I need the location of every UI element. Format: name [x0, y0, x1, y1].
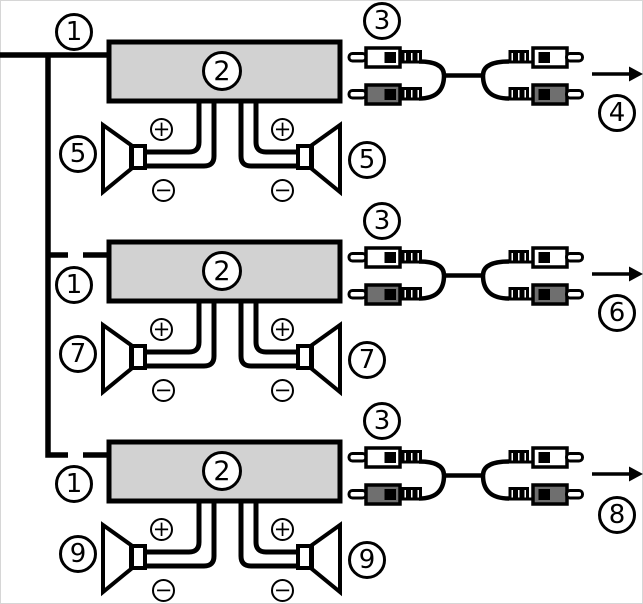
polarity-minus-left-1: − — [152, 179, 175, 202]
polarity-minus-right-2: − — [271, 379, 294, 402]
callout-rca-cable-1: 3 — [363, 2, 401, 40]
callout-speaker-left-3: 9 — [59, 535, 97, 573]
polarity-minus-left-3: − — [152, 579, 175, 602]
callout-output-1: 4 — [598, 94, 636, 132]
polarity-minus-left-2: − — [152, 379, 175, 402]
callout-source-2: 1 — [55, 266, 93, 304]
polarity-plus-left-2: + — [150, 318, 173, 341]
callout-output-2: 6 — [598, 294, 636, 332]
callout-amplifier-3: 2 — [202, 451, 242, 491]
callout-speaker-right-1: 5 — [348, 141, 386, 179]
callout-amplifier-2: 2 — [202, 251, 242, 291]
polarity-minus-right-1: − — [271, 179, 294, 202]
callout-source-3: 1 — [55, 465, 93, 503]
callout-source-1: 1 — [55, 13, 93, 51]
polarity-plus-right-3: + — [271, 518, 294, 541]
callout-rca-cable-3: 3 — [363, 402, 401, 440]
polarity-plus-left-3: + — [150, 518, 173, 541]
callout-output-3: 8 — [598, 496, 636, 534]
callout-speaker-right-2: 7 — [348, 341, 386, 379]
polarity-minus-right-3: − — [271, 579, 294, 602]
polarity-plus-right-1: + — [271, 118, 294, 141]
polarity-plus-right-2: + — [271, 318, 294, 341]
source-trunk-line — [0, 52, 111, 458]
callout-speaker-left-1: 5 — [59, 135, 97, 173]
polarity-plus-left-1: + — [150, 118, 173, 141]
callout-speaker-left-2: 7 — [59, 335, 97, 373]
callout-amplifier-1: 2 — [202, 51, 242, 91]
callout-speaker-right-3: 9 — [348, 541, 386, 579]
callout-rca-cable-2: 3 — [363, 202, 401, 240]
